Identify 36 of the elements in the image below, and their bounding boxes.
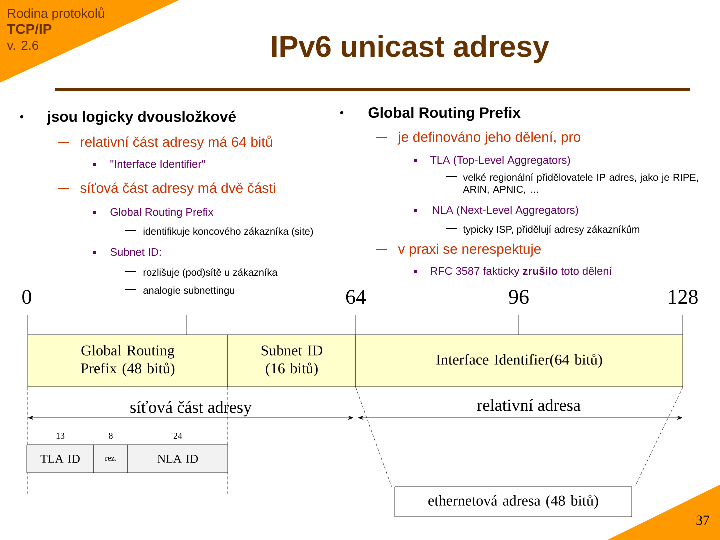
scale-number: 0: [22, 290, 32, 304]
expansion-line: [635, 387, 684, 487]
bullet-text: analogie subnettingu: [144, 286, 234, 296]
header-text: TCP/IP: [7, 24, 52, 34]
scale-number: 64: [346, 290, 366, 304]
bullet-text: Subnet ID:: [110, 248, 161, 256]
bullet-text: relativní část adresy má 64 bitů: [81, 136, 272, 150]
bullet-text: RFC 3587 fakticky zrušilo toto dělení: [431, 266, 612, 278]
address-box: ethernetová adresa (48 bitů): [394, 486, 632, 518]
scale-number: 128: [669, 290, 698, 304]
bullet-text: typicky ISP, přidělují adresy zákazníkům: [463, 224, 640, 236]
bullet-text: NLA (Next-Level Aggregators): [433, 206, 578, 216]
bit-count: 13: [56, 433, 65, 440]
header-text: v. 2.6: [7, 40, 39, 50]
address-field: Global Routing Prefix (48 bitů): [28, 334, 228, 388]
header-text: Rodina protokolů: [8, 8, 104, 21]
bullet-text: rozlišuje (pod)sítě u zákazníka: [144, 268, 278, 278]
bullet-text: v praxi se nerespektuje: [398, 244, 541, 257]
bullet-text: je definováno jeho dělení, pro: [398, 132, 581, 145]
scale-number: 96: [509, 290, 529, 304]
page-number: 37: [696, 516, 710, 526]
bullet-text: velké regionální přidělovatele IP adres, jako je RIPE, ARIN, APNIC, …: [463, 174, 698, 194]
slide-title: IPv6 unicast adresy: [272, 35, 550, 64]
bullet-text: identifikuje koncového zákazníka (site): [144, 228, 314, 238]
bullet-text: síťová část adresy má dvě části: [80, 182, 276, 196]
dimension-label: síťová část adresy: [130, 401, 252, 417]
bullet-text: Global Routing Prefix: [368, 107, 521, 122]
bullet-text: jsou logicky dvousložkové: [46, 110, 236, 126]
subfield-box: TLA ID: [26, 444, 94, 474]
bullet-text: Global Routing Prefix: [110, 208, 214, 218]
expansion-line: [356, 387, 392, 487]
bullet-text: "Interface Identifier": [110, 160, 206, 168]
bullet-text: TLA (Top-Level Aggregators): [430, 156, 570, 166]
address-field: Subnet ID (16 bitů): [228, 334, 356, 388]
bit-count: 8: [109, 433, 113, 440]
bit-count: 24: [174, 433, 182, 439]
